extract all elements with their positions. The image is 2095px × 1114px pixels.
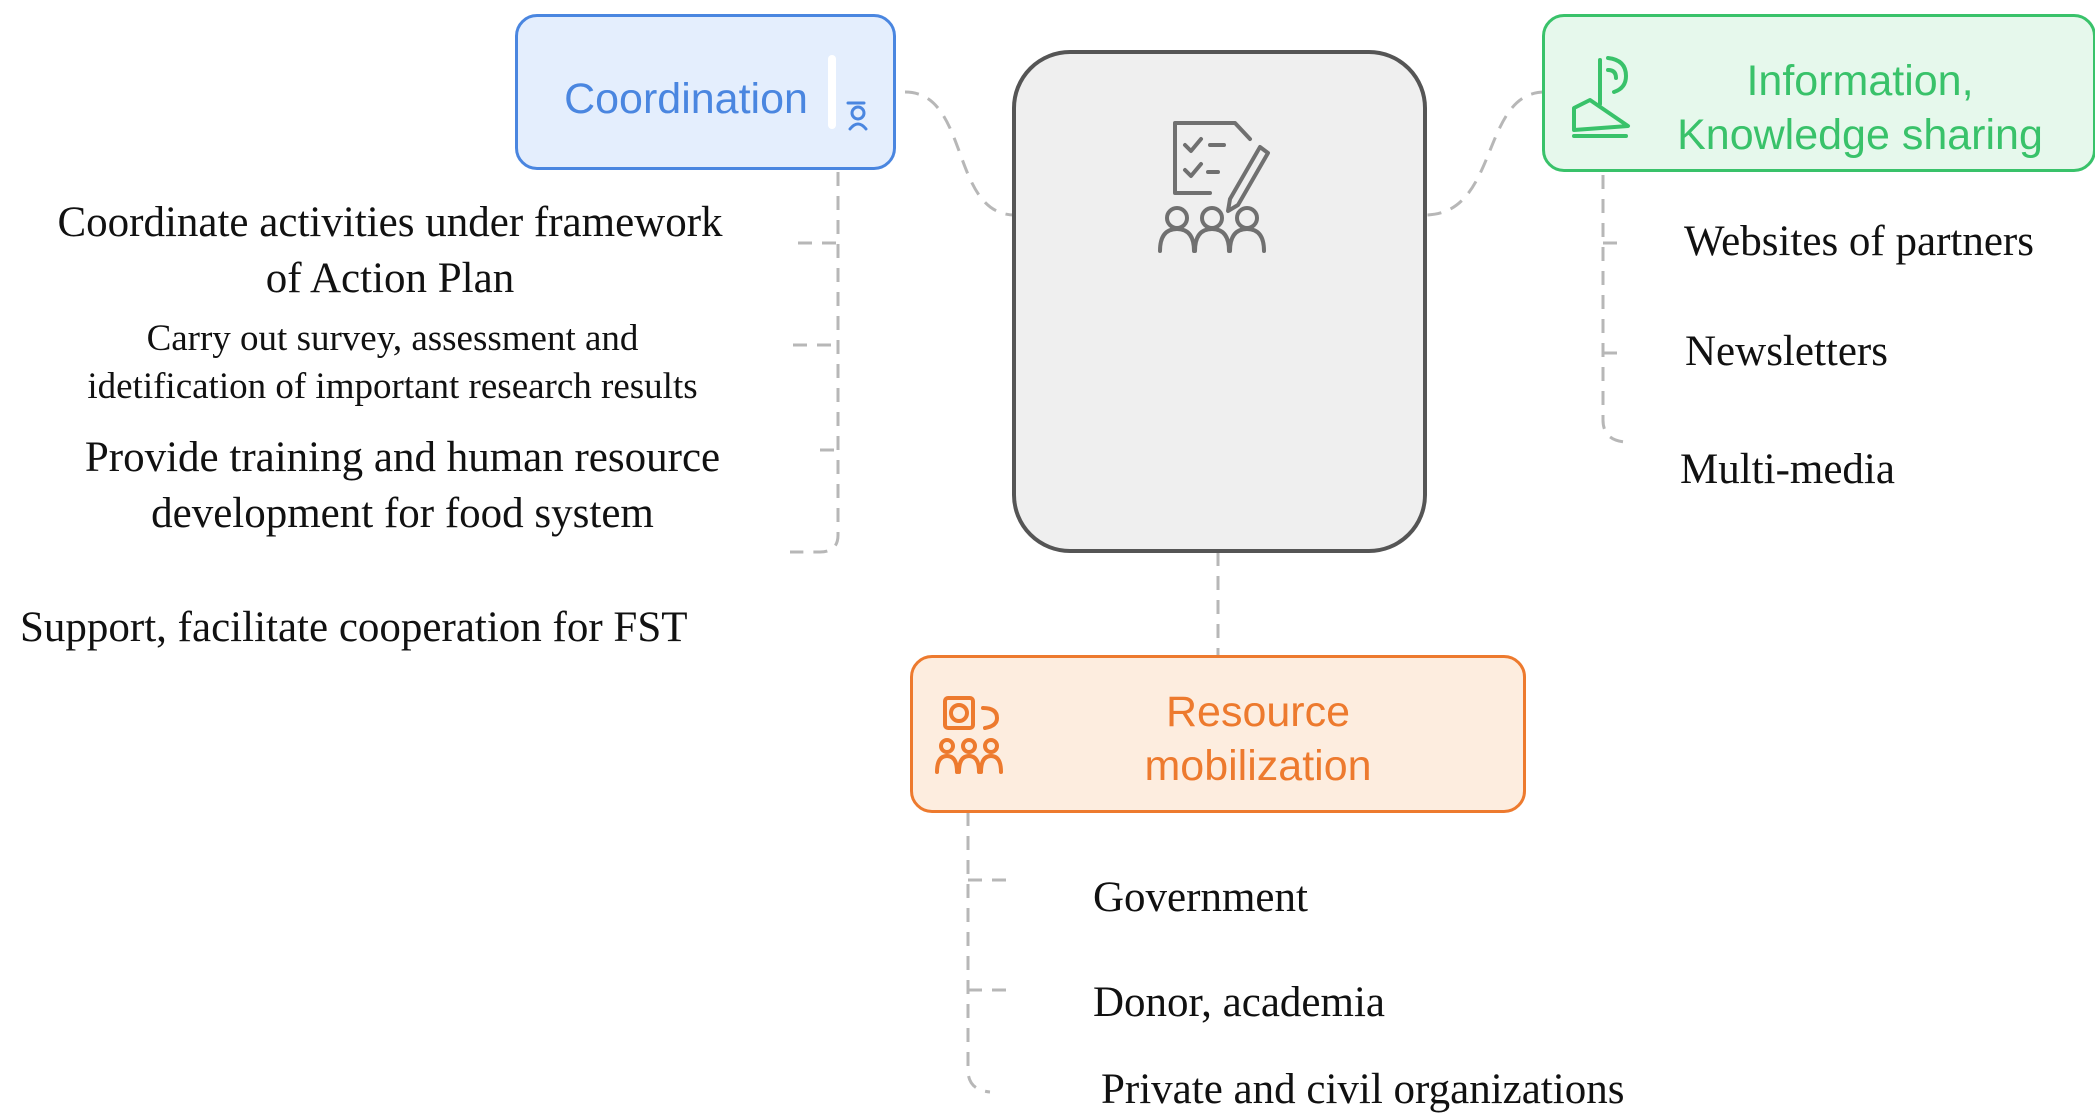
resource-item-3: Private and civil organizations <box>1101 1066 1625 1113</box>
coordination-title: Coordination <box>564 75 808 123</box>
resource-node <box>910 655 1526 813</box>
hand-idea-icon <box>1572 56 1630 138</box>
team-badge-icon <box>828 55 868 131</box>
connector-information-spine <box>1601 175 1626 444</box>
center-node <box>1012 50 1427 553</box>
coordination-item-2: Carry out survey, assessment and idetifi… <box>87 318 698 407</box>
connector-resource-spine <box>966 812 991 1094</box>
connector-information-center <box>1424 90 1546 217</box>
coordination-item-4: Support, facilitate cooperation for FST <box>20 604 688 651</box>
planning-team-icon <box>1158 121 1270 253</box>
information-node <box>1542 14 2095 172</box>
fundraising-team-icon <box>935 696 1003 774</box>
resource-item-1: Government <box>1093 874 1308 921</box>
connector-coordination-spine <box>790 172 840 554</box>
information-item-2: Newsletters <box>1685 328 1888 375</box>
coordination-item-1: Coordinate activities under framework of… <box>57 199 723 302</box>
resource-title: Resource mobilization <box>1144 688 1372 790</box>
connector-coordination-center <box>904 90 1016 217</box>
information-item-3: Multi-media <box>1680 446 1895 493</box>
information-item-1: Websites of partners <box>1684 218 2034 265</box>
coordination-item-3: Provide training and human resource deve… <box>84 434 721 537</box>
resource-item-2: Donor, academia <box>1093 979 1385 1026</box>
information-title: Information, Knowledge sharing <box>1677 57 2043 159</box>
